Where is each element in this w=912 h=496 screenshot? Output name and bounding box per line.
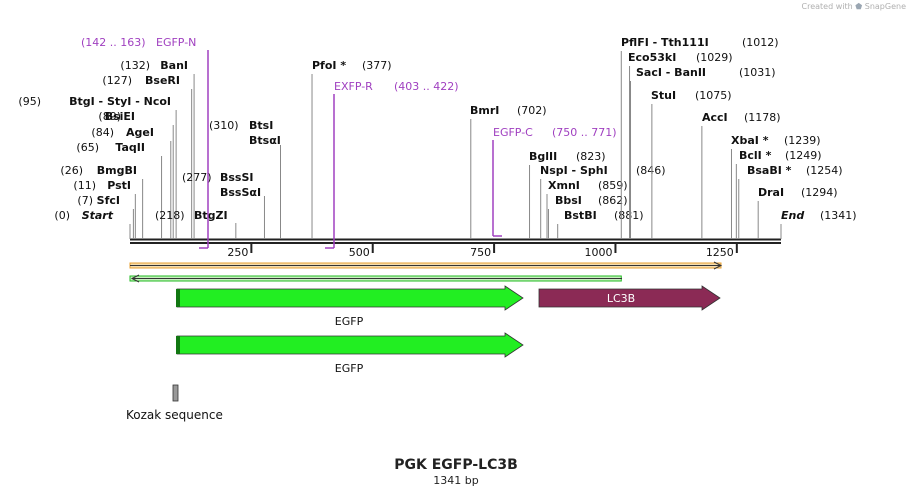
egfp-kozak-hatch-1: [176, 289, 180, 307]
site-pos-r10: (1178): [744, 111, 781, 124]
credit-prefix: Created with: [801, 2, 853, 11]
primer-name-0: EGFP-N: [156, 36, 196, 49]
egfp-arrow-2: [176, 332, 524, 358]
site-pos-m11: (277): [182, 171, 212, 184]
primer-pos-0: (142 .. 163): [81, 36, 146, 49]
site-pos-r3: (859): [598, 179, 628, 192]
site-name-m11b: BssSαI: [220, 186, 261, 199]
site-pos-r4: (862): [598, 194, 628, 207]
site-pos-r15: (1341): [820, 209, 857, 222]
site-name-pfoi: PfoI *: [312, 59, 346, 72]
site-name-r7: Eco53kI: [628, 51, 676, 64]
site-pos-r0: (702): [517, 104, 547, 117]
site-name-9: BanI: [160, 59, 188, 72]
kozak-box: [172, 384, 179, 402]
site-name-0: Start: [82, 209, 114, 222]
site-pos-m10: (218): [155, 209, 185, 222]
site-name-5: AgeI: [126, 126, 154, 139]
credit-brand: SnapGene: [864, 2, 906, 11]
site-name-r9: StuI: [651, 89, 676, 102]
site-pos-r2: (846): [636, 164, 666, 177]
site-pos-r1: (823): [576, 150, 606, 163]
lc3b-arrow: [538, 285, 721, 311]
site-name-7: BtgI - StyI - NcoI: [69, 95, 171, 108]
site-pos-r8: (1031): [739, 66, 776, 79]
site-pos-r12: (1249): [785, 149, 822, 162]
site-name-r5: BstBI: [564, 209, 597, 222]
lc3b-label: LC3B: [607, 292, 635, 305]
egfp-label-2: EGFP: [335, 362, 364, 375]
site-name-r11: XbaI *: [731, 134, 769, 147]
site-name-r8: SacI - BanII: [636, 66, 706, 79]
site-pos-r6: (1012): [742, 36, 779, 49]
site-name-r14: DraI: [758, 186, 784, 199]
ruler-tick-label: 1000: [584, 246, 612, 259]
site-name-r1: BglII: [529, 150, 557, 163]
site-pos-r14: (1294): [801, 186, 838, 199]
site-name-r6: PflFI - Tth111I: [621, 36, 709, 49]
orf-reverse-arrowhead: [130, 274, 140, 283]
site-name-m11: BssSI: [220, 171, 254, 184]
site-pos-r7: (1029): [696, 51, 733, 64]
site-name-m12b: BtsαI: [249, 134, 281, 147]
site-name-r4: BbsI: [555, 194, 582, 207]
ruler-tick-label: 750: [470, 246, 491, 259]
primer-name-2: EGFP-C: [493, 126, 533, 139]
site-pos-r9: (1075): [695, 89, 732, 102]
primer-pos-2: (750 .. 771): [552, 126, 617, 139]
egfp-label-1: EGFP: [335, 315, 364, 328]
site-pos-r5: (881): [614, 209, 644, 222]
egfp-arrow-1: [176, 285, 524, 311]
site-pos-r11: (1239): [784, 134, 821, 147]
site-name-r12: BclI *: [739, 149, 772, 162]
orf-forward-arrowhead: [713, 261, 723, 270]
site-name-r13: BsaBI *: [747, 164, 792, 177]
primer-name-1: EXFP-R: [334, 80, 373, 93]
snapgene-credit: Created with ⬟ SnapGene: [802, 2, 906, 11]
egfp-kozak-hatch-2: [176, 336, 180, 354]
ruler-tick-label: 500: [349, 246, 370, 259]
site-name-r3: XmnI: [548, 179, 580, 192]
site-name-3: BmgBI: [97, 164, 137, 177]
site-name-6: BsiEI: [105, 110, 135, 123]
site-pos-9: (132): [120, 59, 150, 72]
map-length: 1341 bp: [433, 474, 479, 487]
site-pos-5: (84): [91, 126, 114, 139]
site-name-r10: AccI: [702, 111, 728, 124]
ruler-tick-label: 250: [227, 246, 248, 259]
kozak-label: Kozak sequence: [126, 408, 223, 422]
site-pos-m12: (310): [209, 119, 239, 132]
site-pos-7: (95): [18, 95, 41, 108]
site-pos-8: (127): [102, 74, 132, 87]
site-pos-r13: (1254): [806, 164, 843, 177]
site-pos-pfoi: (377): [362, 59, 392, 72]
primer-pos-1: (403 .. 422): [394, 80, 459, 93]
site-name-m10: BtgZI: [194, 209, 228, 222]
site-name-2: PstI: [107, 179, 131, 192]
site-name-r2: NspI - SphI: [540, 164, 608, 177]
map-title: PGK EGFP-LC3B: [394, 457, 518, 473]
site-name-1: SfcI: [97, 194, 120, 207]
site-pos-6: (89): [98, 110, 121, 123]
ruler-tick-label: 1250: [706, 246, 734, 259]
site-pos-0: (0): [54, 209, 70, 222]
site-name-r0: BmrI: [470, 104, 499, 117]
site-name-4: TaqII: [115, 141, 145, 154]
snapgene-logo-icon: ⬟: [855, 2, 863, 11]
site-name-8: BseRI: [145, 74, 180, 87]
site-pos-1: (7): [77, 194, 93, 207]
site-pos-4: (65): [76, 141, 99, 154]
site-pos-2: (11): [73, 179, 96, 192]
site-name-r15: End: [781, 209, 804, 222]
site-name-m12: BtsI: [249, 119, 273, 132]
site-pos-3: (26): [60, 164, 83, 177]
